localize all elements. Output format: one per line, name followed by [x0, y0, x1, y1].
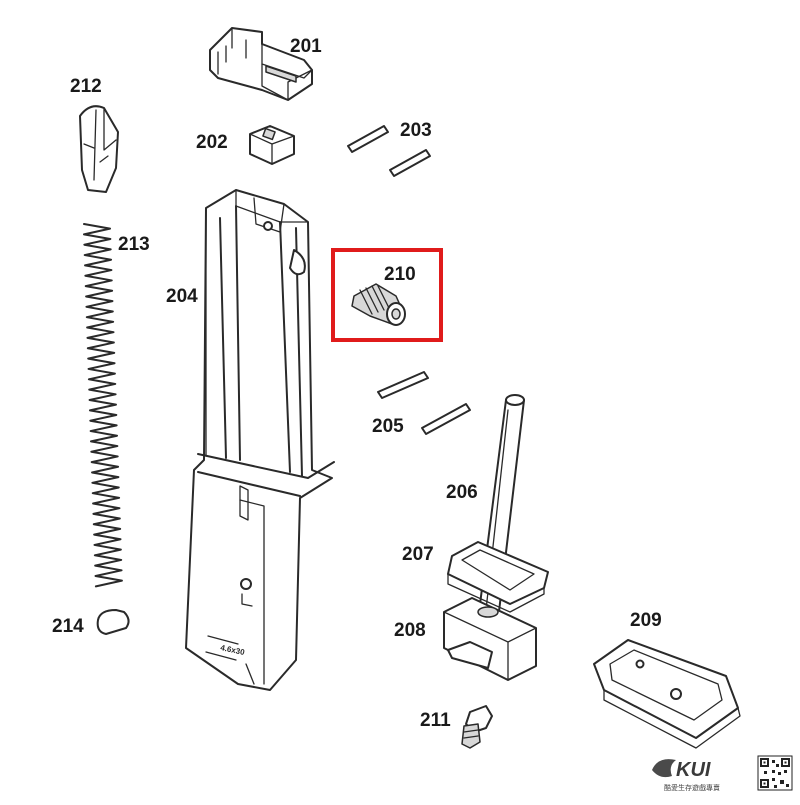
part-203-drawing: [347, 125, 431, 177]
part-202-drawing: [249, 125, 295, 165]
label-203: 203: [400, 120, 432, 141]
label-205: 205: [372, 416, 404, 437]
part-204-drawing: 4.6x30: [185, 189, 335, 691]
label-211: 211: [420, 710, 451, 731]
part-209-drawing: [593, 639, 741, 749]
label-209: 209: [630, 610, 662, 631]
label-201: 201: [290, 36, 322, 57]
logo-swoosh-icon: [652, 759, 676, 778]
label-213: 213: [118, 234, 150, 255]
label-212: 212: [70, 76, 102, 97]
part-212-drawing: [79, 105, 119, 193]
part-207-drawing: [447, 541, 549, 613]
label-204: 204: [166, 286, 198, 307]
label-214: 214: [52, 616, 84, 637]
label-202: 202: [196, 132, 228, 153]
highlight-box: [331, 248, 443, 342]
part-214-drawing: [96, 609, 130, 635]
label-207: 207: [402, 544, 434, 565]
brand-logo: KUI 酷愛生存遊戲專賣: [652, 759, 720, 792]
part-208-drawing: [443, 597, 537, 681]
part-210-drawing: [351, 283, 406, 326]
brand-tagline: 酷愛生存遊戲專賣: [664, 783, 720, 792]
qr-code-icon: [757, 755, 793, 791]
label-208: 208: [394, 620, 426, 641]
part-201-drawing: [209, 27, 313, 101]
part-205-drawing: [377, 371, 471, 435]
part-213-drawing: [83, 223, 123, 588]
part-211-drawing: [461, 705, 493, 749]
brand-logo-text: KUI: [676, 759, 711, 781]
label-210: 210: [384, 264, 416, 285]
label-206: 206: [446, 482, 478, 503]
